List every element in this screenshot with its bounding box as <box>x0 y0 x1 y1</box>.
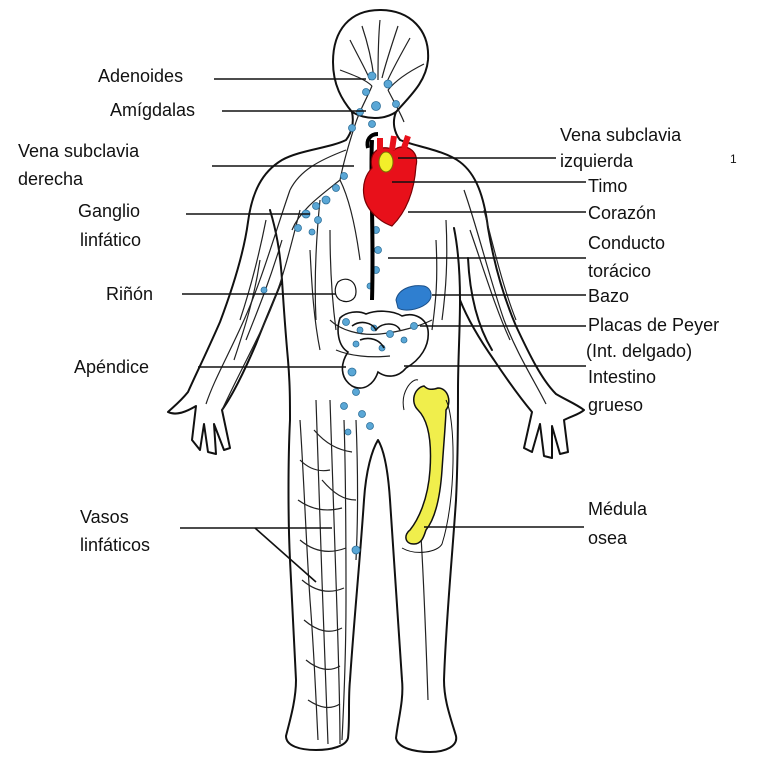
footnote-mark: 1 <box>730 152 737 166</box>
label-conducto-2: torácico <box>588 260 651 282</box>
label-medula-2: osea <box>588 527 627 549</box>
spleen-icon <box>396 286 431 310</box>
label-vasos-2: linfáticos <box>80 534 150 556</box>
label-conducto-1: Conducto <box>588 232 665 254</box>
label-placas-1: Placas de Peyer <box>588 314 719 336</box>
label-intestino-2: grueso <box>588 394 643 416</box>
label-medula-1: Médula <box>588 498 647 520</box>
label-corazon: Corazón <box>588 202 656 224</box>
label-vena-subclavia-derecha-2: derecha <box>18 168 83 190</box>
label-intestino-1: Intestino <box>588 366 656 388</box>
label-amigdalas: Amígdalas <box>110 99 195 121</box>
label-timo: Timo <box>588 175 627 197</box>
label-rinon: Riñón <box>106 283 153 305</box>
label-vena-subclavia-izquierda-1: Vena subclavia <box>560 124 681 146</box>
body-outline <box>168 10 584 752</box>
kidney-icon <box>335 279 356 301</box>
thymus-icon <box>379 152 393 172</box>
label-bazo: Bazo <box>588 285 629 307</box>
label-vena-subclavia-izquierda-2: izquierda <box>560 150 633 172</box>
label-vasos-1: Vasos <box>80 506 129 528</box>
label-ganglio-2: linfático <box>80 229 141 251</box>
label-adenoides: Adenoides <box>98 65 183 87</box>
lymphatic-vessels <box>206 20 546 744</box>
label-apendice: Apéndice <box>74 356 149 378</box>
label-ganglio-1: Ganglio <box>78 200 140 222</box>
label-vena-subclavia-derecha-1: Vena subclavia <box>18 140 139 162</box>
label-placas-2: (Int. delgado) <box>586 340 692 362</box>
